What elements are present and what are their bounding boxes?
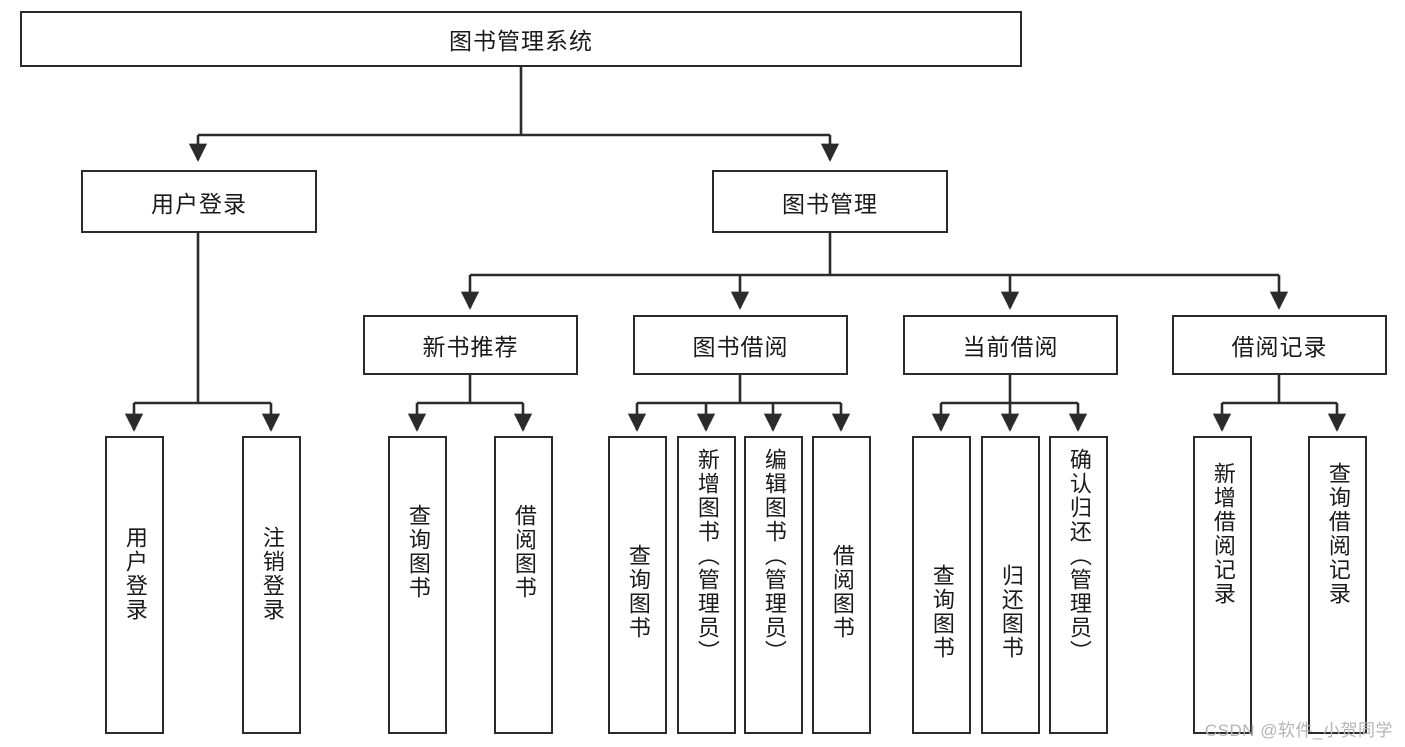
node-book-borrow-label: 图书借阅: [692, 334, 789, 360]
leaf-query-book-recommend-label: 查询图书: [405, 504, 431, 600]
leaf-logout-label: 注销登录: [259, 526, 285, 622]
leaf-borrow-book-label: 借阅图书: [829, 544, 855, 640]
leaf-query-borrow-record-label: 查询借阅记录: [1325, 462, 1351, 606]
leaf-return-book-label: 归还图书: [998, 564, 1024, 660]
leaf-user-login[interactable]: 用户登录: [105, 436, 164, 734]
leaf-add-borrow-record[interactable]: 新增借阅记录: [1193, 436, 1252, 734]
node-new-book-recommend[interactable]: 新书推荐: [363, 315, 578, 375]
node-borrow-record-label: 借阅记录: [1231, 334, 1328, 360]
leaf-return-book[interactable]: 归还图书: [981, 436, 1040, 734]
leaf-confirm-return-admin[interactable]: 确认归还（管理员）: [1049, 436, 1108, 734]
leaf-add-book-admin-label: 新增图书（管理员）: [694, 448, 720, 664]
node-new-book-recommend-label: 新书推荐: [422, 334, 519, 360]
node-current-borrow-label: 当前借阅: [962, 334, 1059, 360]
leaf-add-book-admin[interactable]: 新增图书（管理员）: [677, 436, 736, 734]
leaf-query-book-recommend[interactable]: 查询图书: [388, 436, 447, 734]
node-user-login[interactable]: 用户登录: [81, 170, 317, 233]
leaf-borrow-book-recommend[interactable]: 借阅图书: [494, 436, 553, 734]
leaf-edit-book-admin[interactable]: 编辑图书（管理员）: [744, 436, 803, 734]
node-book-management-label: 图书管理: [782, 190, 878, 217]
watermark: CSDN @软件_小贺同学: [1204, 721, 1393, 740]
leaf-add-borrow-record-label: 新增借阅记录: [1210, 462, 1236, 606]
node-user-login-label: 用户登录: [151, 190, 247, 217]
leaf-query-book-current[interactable]: 查询图书: [912, 436, 971, 734]
leaf-edit-book-admin-label: 编辑图书（管理员）: [761, 448, 787, 664]
node-current-borrow[interactable]: 当前借阅: [903, 315, 1118, 375]
leaf-borrow-book[interactable]: 借阅图书: [812, 436, 871, 734]
leaf-user-login-label: 用户登录: [122, 526, 148, 622]
leaf-borrow-book-recommend-label: 借阅图书: [511, 504, 537, 600]
node-borrow-record[interactable]: 借阅记录: [1172, 315, 1387, 375]
leaf-query-borrow-record[interactable]: 查询借阅记录: [1308, 436, 1367, 734]
leaf-query-book-borrow-label: 查询图书: [625, 544, 651, 640]
node-book-borrow[interactable]: 图书借阅: [633, 315, 848, 375]
node-book-management[interactable]: 图书管理: [712, 170, 948, 233]
leaf-confirm-return-admin-label: 确认归还（管理员）: [1066, 448, 1092, 664]
leaf-query-book-current-label: 查询图书: [929, 564, 955, 660]
leaf-logout[interactable]: 注销登录: [242, 436, 301, 734]
node-root[interactable]: 图书管理系统: [20, 11, 1022, 67]
leaf-query-book-borrow[interactable]: 查询图书: [608, 436, 667, 734]
node-root-label: 图书管理系统: [449, 28, 593, 54]
